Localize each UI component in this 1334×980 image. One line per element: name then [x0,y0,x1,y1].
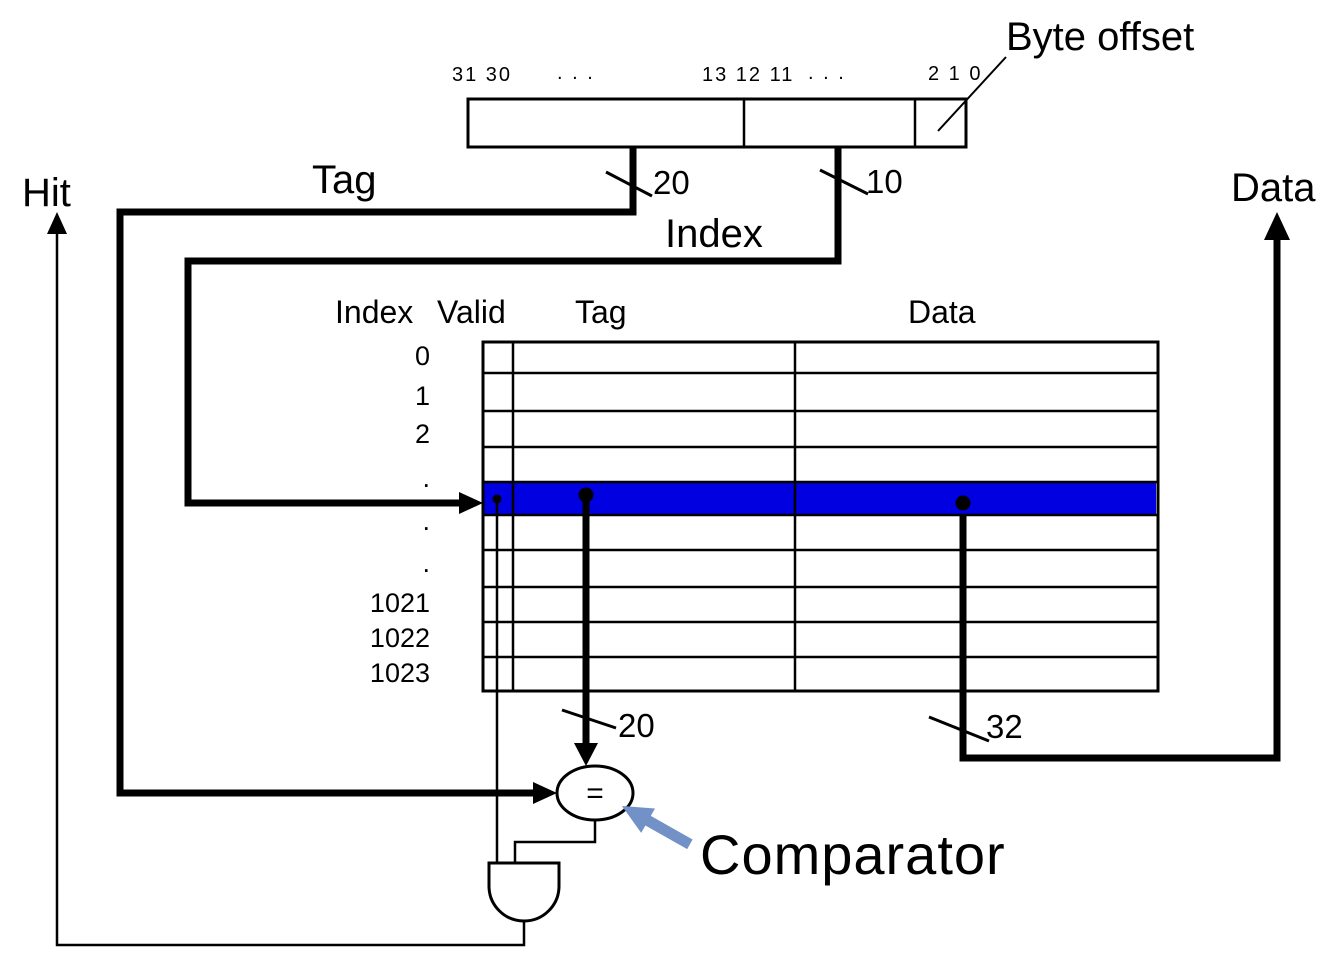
row-label-dots-2: . [422,506,430,536]
header-tag: Tag [575,294,627,330]
selected-row-highlight [484,483,1156,514]
tag-field-width: 20 [653,164,690,201]
comparator-symbol: = [586,777,604,810]
address-register: 31 30 . . . 13 12 11 . . . 2 1 0 Byte of… [452,15,1194,149]
bit-label-2-1-0: 2 1 0 [928,63,982,85]
comparator-output-line [513,820,597,862]
byte-offset-pointer-line [937,56,1007,132]
index-route-line [184,147,842,507]
tag-signal-label: Tag [312,158,377,202]
valid-route [492,494,502,862]
comparator-label: Comparator [700,823,1006,886]
index-width-slash [819,168,869,196]
index-route-arrowhead [459,492,483,514]
row-label-0: 0 [415,341,430,371]
data-bus-width: 32 [986,708,1023,745]
header-index: Index [335,294,413,330]
data-out-label: Data [1231,166,1316,210]
header-data: Data [908,294,976,330]
table-grid [481,340,1160,693]
address-box [466,97,968,149]
data-tap-dot [955,495,971,511]
bit-label-13-12-11: 13 12 11 [702,64,794,86]
row-label-1: 1 [415,381,430,411]
tag-width-slash [605,170,653,198]
row-labels: 0 1 2 . . . 1021 1022 1023 [370,341,430,688]
data-bus-line [959,237,1281,762]
row-label-1022: 1022 [370,623,430,653]
index-field-width: 10 [866,163,903,200]
index-signal-label: Index [665,212,763,256]
tag-route-arrowhead [533,782,557,804]
tag-bus-width: 20 [618,707,655,744]
row-label-dots-3: . [422,548,430,578]
row-label-2: 2 [415,419,430,449]
comparator-callout-arrow [622,806,693,850]
byte-offset-label: Byte offset [1006,15,1194,59]
tag-bus-width-slash [561,708,617,730]
tag-tap-dot [578,487,594,503]
hit-signal: Hit [22,171,526,947]
cache-table: Index Valid Tag Data 0 1 2 . . . 1021 10… [335,294,1160,693]
data-out-arrowhead [1264,212,1290,240]
table-headers: Index Valid Tag Data [335,294,976,330]
row-label-1021: 1021 [370,588,430,618]
row-label-1023: 1023 [370,658,430,688]
hit-arrowhead [47,212,67,234]
comparator: = Comparator [513,764,1006,886]
tag-route: 20 Tag [116,147,690,804]
data-signal: Data 32 [928,166,1316,762]
bit-label-dots-right: . . . [808,62,846,84]
tag-route-line [116,147,637,797]
data-bus-width-slash [928,715,990,743]
hit-label: Hit [22,171,71,215]
table-border [481,340,1160,693]
header-valid: Valid [437,294,506,330]
bit-label-31-30: 31 30 [452,64,512,86]
bit-label-dots-left: . . . [557,62,595,84]
tag-bus: 20 [561,487,655,766]
tag-bus-arrowhead [574,743,598,766]
index-route: 10 Index [184,147,903,514]
hit-line [55,230,526,947]
and-gate [487,861,561,923]
valid-tap-dot [492,494,502,504]
row-label-dots-1: . [422,463,430,493]
